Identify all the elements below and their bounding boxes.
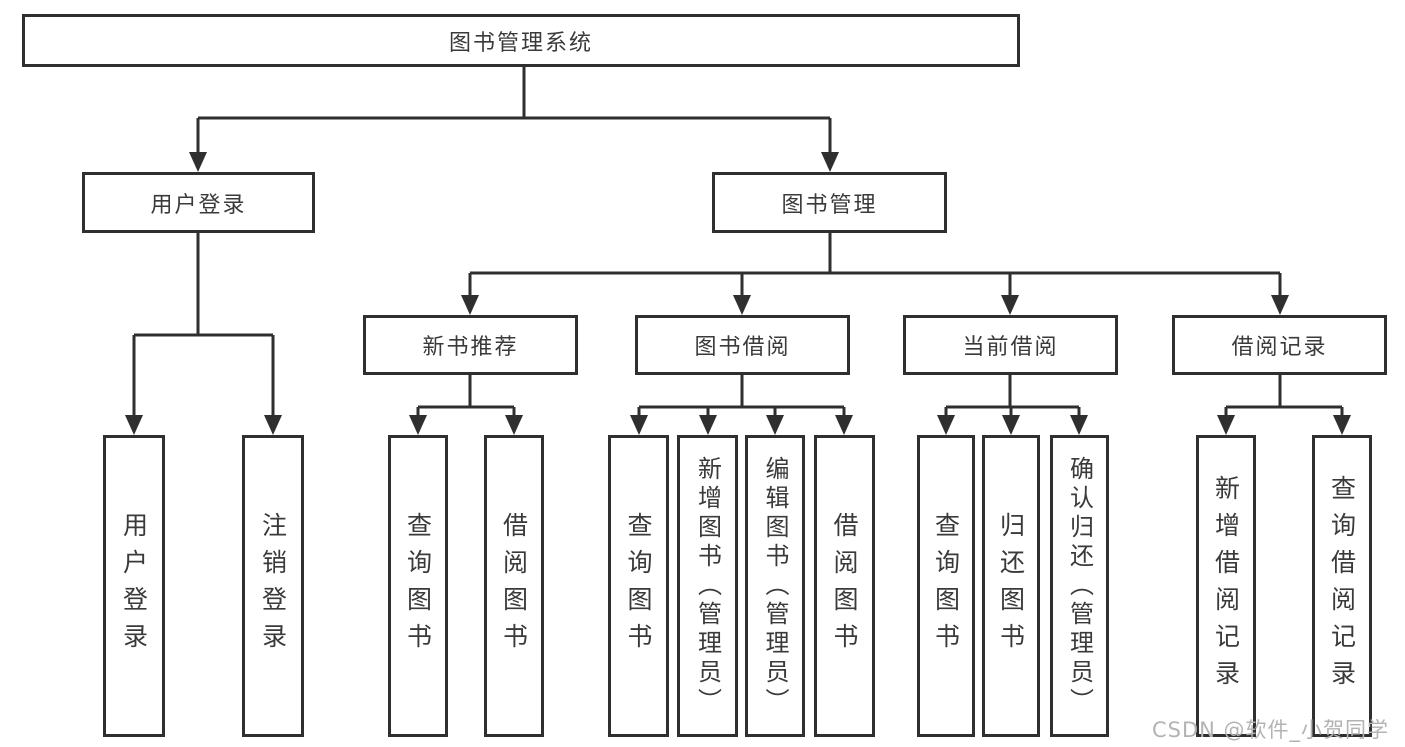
node-borrow-records: 借阅记录 [1172, 315, 1387, 375]
leaf-query-books-current: 查询图书 [917, 435, 975, 737]
leaf-return-book: 归还图书 [982, 435, 1040, 737]
node-root: 图书管理系统 [22, 14, 1020, 67]
leaf-query-books-recommend-label: 查询图书 [403, 512, 433, 660]
leaf-confirm-return-admin-label: 确认归还（管理员） [1065, 455, 1094, 717]
leaf-query-books-recommend: 查询图书 [388, 435, 448, 737]
leaf-query-borrow-record-label: 查询借阅记录 [1327, 475, 1357, 697]
node-new-book-recommend-label: 新书推荐 [422, 335, 519, 360]
node-user-login: 用户登录 [82, 172, 315, 233]
node-book-management-label: 图书管理 [781, 192, 878, 218]
node-root-label: 图书管理系统 [448, 30, 593, 56]
leaf-confirm-return-admin: 确认归还（管理员） [1050, 435, 1109, 737]
csdn-watermark: CSDN @软件_小贺同学 [1152, 718, 1390, 742]
leaf-logout: 注销登录 [242, 435, 304, 737]
leaf-query-books-current-label: 查询图书 [931, 512, 961, 660]
node-current-borrow-label: 当前借阅 [962, 335, 1059, 360]
leaf-add-book-admin: 新增图书（管理员） [677, 435, 738, 737]
leaf-query-books-borrow-label: 查询图书 [624, 512, 653, 660]
node-new-book-recommend: 新书推荐 [363, 315, 578, 375]
leaf-user-login-label: 用户登录 [119, 512, 149, 660]
leaf-add-book-admin-label: 新增图书（管理员） [693, 455, 722, 717]
node-book-borrow-label: 图书借阅 [694, 335, 791, 360]
leaf-user-login: 用户登录 [103, 435, 165, 737]
leaf-edit-book-admin: 编辑图书（管理员） [745, 435, 805, 737]
leaf-logout-label: 注销登录 [258, 512, 288, 660]
leaf-borrow-books-label: 借阅图书 [830, 512, 859, 660]
leaf-return-book-label: 归还图书 [996, 512, 1026, 660]
node-book-management: 图书管理 [712, 172, 947, 233]
leaf-borrow-books: 借阅图书 [814, 435, 875, 737]
leaf-edit-book-admin-label: 编辑图书（管理员） [761, 455, 789, 717]
leaf-query-books-borrow: 查询图书 [608, 435, 669, 737]
node-book-borrow: 图书借阅 [635, 315, 850, 375]
node-borrow-records-label: 借阅记录 [1231, 335, 1328, 360]
leaf-borrow-books-recommend-label: 借阅图书 [499, 512, 529, 660]
leaf-query-borrow-record: 查询借阅记录 [1312, 435, 1372, 737]
node-user-login-label: 用户登录 [150, 192, 247, 218]
node-current-borrow: 当前借阅 [903, 315, 1118, 375]
leaf-add-borrow-record: 新增借阅记录 [1196, 435, 1256, 737]
arrowhead-icons [125, 152, 1351, 435]
leaf-borrow-books-recommend: 借阅图书 [484, 435, 544, 737]
leaf-add-borrow-record-label: 新增借阅记录 [1211, 475, 1241, 697]
